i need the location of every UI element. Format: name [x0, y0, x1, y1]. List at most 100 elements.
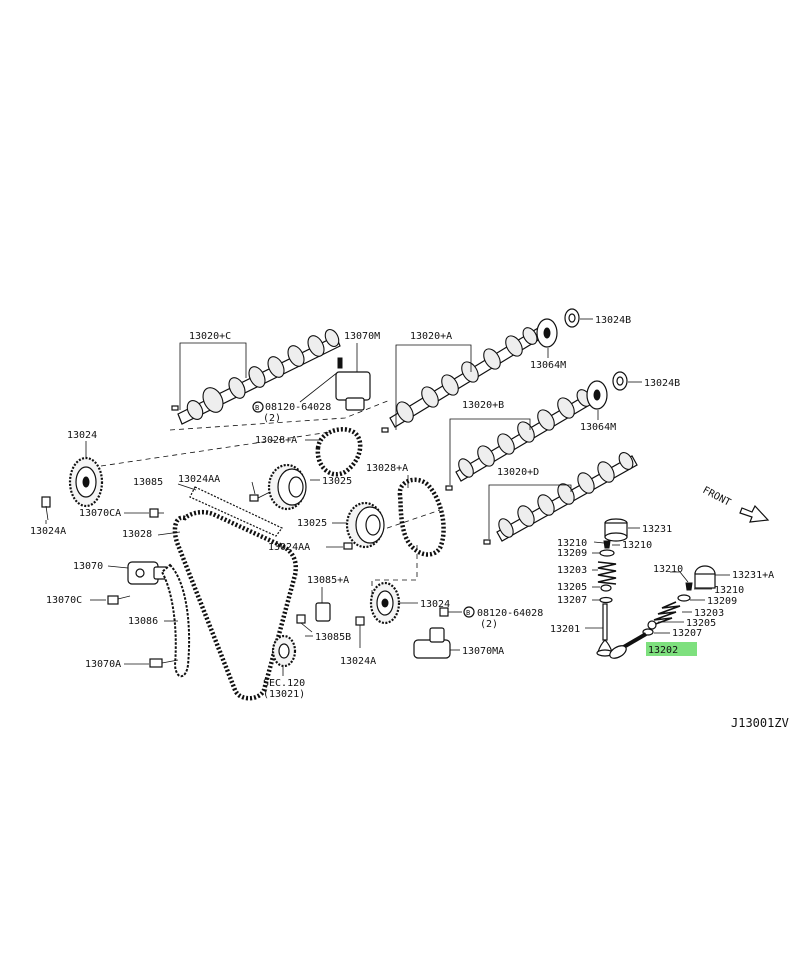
bolt-13024aa-lower[interactable]: [343, 542, 353, 550]
spring-retainer-13209-left[interactable]: [599, 549, 615, 557]
label-08120-top-qty: (2): [263, 413, 281, 424]
camshaft-13020c[interactable]: [171, 327, 341, 425]
label-13205-right: 13205: [686, 618, 716, 629]
label-13231: 13231: [642, 524, 672, 535]
sprocket-13024-right[interactable]: [369, 581, 401, 625]
circle-b-symbol-icon: [463, 606, 475, 618]
label-13201: 13201: [550, 624, 580, 635]
valve-lifter-13231a[interactable]: [694, 565, 716, 589]
label-13020a: 13020+A: [410, 331, 452, 342]
camshaft-13020b[interactable]: [445, 387, 604, 491]
label-13070ca: 13070CA: [79, 508, 121, 519]
label-13231a: 13231+A: [732, 570, 774, 581]
label-13085a: 13085+A: [307, 575, 349, 586]
valve-collet-13210-right[interactable]: [685, 582, 693, 591]
valve-seal-13205-right[interactable]: [647, 620, 657, 630]
crank-sprocket-sec120[interactable]: [271, 634, 297, 668]
chain-guide-13085a[interactable]: [315, 602, 331, 622]
label-13203-left: 13203: [557, 565, 587, 576]
label-13209-right: 13209: [707, 596, 737, 607]
label-sec120-ref: (13021): [263, 689, 305, 700]
label-13020b: 13020+B: [462, 400, 504, 411]
svg-text:B: B: [255, 404, 259, 412]
camshaft-13020a[interactable]: [381, 321, 554, 433]
label-13025-upper: 13025: [322, 476, 352, 487]
label-13070ma: 13070MA: [462, 646, 504, 657]
chain-tensioner-13070[interactable]: [127, 561, 169, 585]
label-13209-left: 13209: [557, 548, 587, 559]
label-13070a: 13070A: [85, 659, 121, 670]
label-13020c: 13020+C: [189, 331, 231, 342]
valve-spring-13203-right[interactable]: [649, 601, 681, 627]
label-13070m: 13070M: [344, 331, 380, 342]
label-13025-lower: 13025: [297, 518, 327, 529]
exhaust-valve-13202[interactable]: [608, 632, 648, 661]
label-13070: 13070: [73, 561, 103, 572]
label-08120-top: 08120-64028: [265, 402, 331, 413]
label-13028a-lower: 13028+A: [366, 463, 408, 474]
label-13024-right: 13024: [420, 599, 450, 610]
label-13085: 13085: [133, 477, 163, 488]
bolt-13085b[interactable]: [296, 614, 313, 633]
label-13064m-top: 13064M: [530, 360, 566, 371]
valve-seal-13205-left[interactable]: [600, 584, 612, 592]
camshaft-13020d[interactable]: [483, 450, 638, 545]
label-13024b-second: 13024B: [644, 378, 680, 389]
chain-guide-13028a-upper[interactable]: [315, 427, 363, 477]
timing-chain-13028[interactable]: [172, 509, 298, 701]
label-08120-bottom: 08120-64028: [477, 608, 543, 619]
bolt-13024a-mid[interactable]: [355, 616, 365, 648]
spring-seat-13207-left[interactable]: [599, 596, 613, 604]
label-13024aa-lower: 13024AA: [268, 542, 310, 553]
bolt-13024aa-upper[interactable]: [249, 491, 271, 502]
valve-spring-13203-left[interactable]: [597, 561, 617, 585]
spring-retainer-13209-right[interactable]: [677, 594, 691, 602]
bracket-13070ma[interactable]: [413, 627, 451, 659]
sprocket-13025-upper[interactable]: [267, 463, 307, 511]
label-13070c: 13070C: [46, 595, 82, 606]
label-13207-left: 13207: [557, 595, 587, 606]
front-label: FRONT: [701, 485, 733, 509]
label-08120-bottom-qty: (2): [480, 619, 498, 630]
highlight-13202: [646, 642, 697, 656]
label-13207-right: 13207: [672, 628, 702, 639]
circle-b-symbol-icon: [252, 401, 264, 413]
bolt-13024b-second[interactable]: [612, 371, 628, 391]
bolt-13070ca[interactable]: [149, 508, 164, 518]
bolt-13070c[interactable]: [107, 595, 131, 605]
label-13024aa-upper: 13024AA: [178, 474, 220, 485]
bolt-13070a[interactable]: [149, 658, 179, 668]
chain-guide-13085[interactable]: [189, 486, 283, 537]
cam-sensor-plate-13064m-top[interactable]: [536, 318, 558, 348]
front-arrow-icon: [739, 504, 770, 523]
diagram-code: J13001ZV: [731, 716, 789, 730]
sprocket-13025-lower[interactable]: [345, 501, 385, 549]
label-13203-right: 13203: [694, 608, 724, 619]
label-13028a-upper: 13028+A: [255, 435, 297, 446]
leader-13020c: [179, 342, 247, 410]
label-13024a-left: 13024A: [30, 526, 66, 537]
label-13020d: 13020+D: [497, 467, 539, 478]
label-13085b: 13085B: [315, 632, 351, 643]
label-13086: 13086: [128, 616, 158, 627]
cam-sensor-plate-13064m-second[interactable]: [586, 380, 608, 410]
label-13210-left-a: 13210: [557, 538, 587, 549]
label-13202[interactable]: 13202: [648, 645, 678, 656]
label-13210-right-a: 13210: [653, 564, 683, 575]
sprocket-13024-left[interactable]: [68, 456, 104, 508]
valve-collet-13210-left[interactable]: [603, 540, 611, 549]
label-13024a-mid: 13024A: [340, 656, 376, 667]
svg-text:B: B: [466, 609, 470, 617]
label-13024b-top: 13024B: [595, 315, 631, 326]
bolt-13024b-top[interactable]: [564, 308, 580, 328]
valve-lifter-13231[interactable]: [604, 518, 628, 542]
chain-guide-13028a-lower[interactable]: [397, 477, 446, 557]
intake-valve-13201[interactable]: [596, 603, 614, 657]
bolt-13024a-left[interactable]: [41, 496, 51, 521]
bracket-13070m[interactable]: [335, 357, 371, 411]
bolt-08120-bottom[interactable]: [439, 607, 449, 617]
label-sec120: SEC.120: [263, 678, 305, 689]
label-13028: 13028: [122, 529, 152, 540]
label-13210-left-b: 13210: [622, 540, 652, 551]
